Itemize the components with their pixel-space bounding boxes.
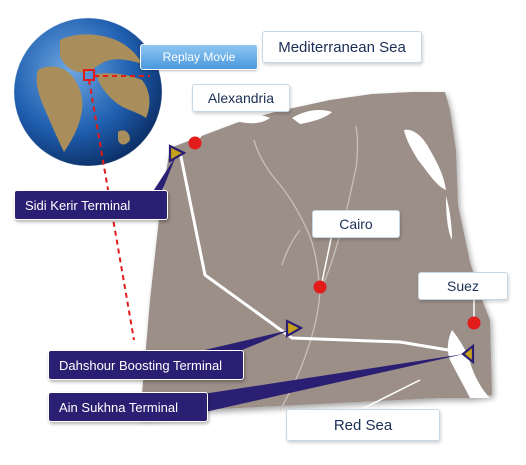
terminal-marker-icon xyxy=(168,144,475,365)
sidi-kerir-terminal-label: Sidi Kerir Terminal xyxy=(14,190,168,220)
delta-lakes xyxy=(238,110,452,240)
alexandria-label: Alexandria xyxy=(192,84,290,112)
dahshour-terminal-label: Dahshour Boosting Terminal xyxy=(48,350,244,380)
suez-label: Suez xyxy=(418,272,508,300)
city-marker-icon xyxy=(188,136,481,330)
red-sea-label: Red Sea xyxy=(286,409,440,441)
ain-sukhna-terminal-label: Ain Sukhna Terminal xyxy=(48,392,208,422)
nile-river xyxy=(253,125,359,411)
locator-leader-lines xyxy=(88,75,150,341)
cairo-label: Cairo xyxy=(312,210,400,238)
mediterranean-sea-label: Mediterranean Sea xyxy=(262,31,422,63)
globe-icon xyxy=(13,17,163,167)
egypt-landmass xyxy=(140,92,492,418)
replay-movie-button[interactable]: Replay Movie xyxy=(140,44,258,70)
red-sea-coast xyxy=(447,330,490,398)
pipeline-route xyxy=(178,151,467,355)
callout-leader-lines xyxy=(197,57,475,411)
